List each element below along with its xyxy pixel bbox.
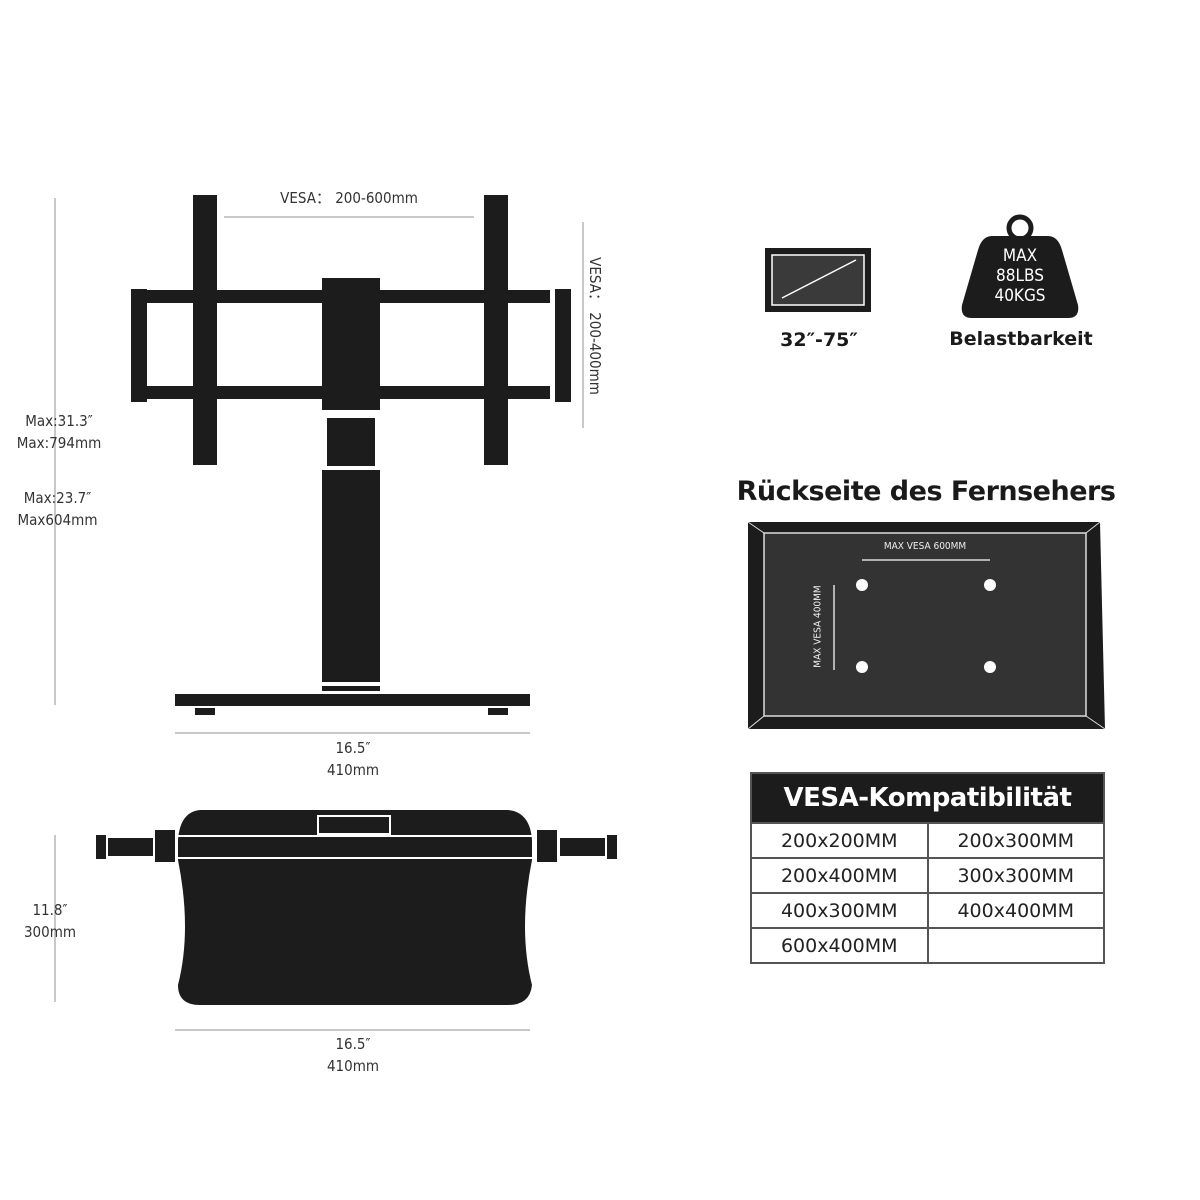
vesa-hole xyxy=(984,579,996,591)
weight-lbs: 88LBS xyxy=(996,266,1044,286)
vesa-hole xyxy=(856,579,868,591)
vesa-compatibility-table: VESA-Kompatibilität 200x200MM 200x300MM … xyxy=(750,772,1105,964)
dimension-lines xyxy=(54,198,584,1031)
max-vesa-horizontal-label: MAX VESA 600MM xyxy=(883,541,967,552)
table-cell xyxy=(926,927,1105,964)
weight-kgs: 40KGS xyxy=(994,286,1046,306)
table-cell: 400x400MM xyxy=(926,892,1105,929)
table-row: 200x200MM 200x300MM xyxy=(750,822,1105,859)
depth-mm: 300mm xyxy=(23,923,77,941)
screen-size-label: 32″-75″ xyxy=(780,329,858,351)
table-row: 400x300MM 400x400MM xyxy=(750,892,1105,929)
table-header-row: VESA-Kompatibilität xyxy=(751,773,1104,823)
table-cell: 400x300MM xyxy=(750,892,929,929)
vesa-hole xyxy=(984,661,996,673)
max-height-mm: Max:794mm xyxy=(16,434,102,452)
load-capacity-label: Belastbarkeit xyxy=(949,328,1093,350)
vesa-hole xyxy=(856,661,868,673)
base-width-inches: 16.5″ xyxy=(335,739,371,757)
tv-screen-icon xyxy=(765,248,871,312)
depth-label: 11.8″ 300mm xyxy=(0,899,100,943)
base-width-mm: 410mm xyxy=(326,761,380,779)
top-width-label: 16.5″ 410mm xyxy=(293,1033,413,1077)
min-height-mm: Max604mm xyxy=(17,511,98,529)
weight-max: MAX xyxy=(1002,246,1038,266)
max-height-inches: Max:31.3″ xyxy=(25,412,93,430)
table-cell: 200x200MM xyxy=(750,822,929,859)
base-width-label: 16.5″ 410mm xyxy=(293,737,413,781)
stand-front-view xyxy=(131,195,571,715)
table-row: 600x400MM xyxy=(750,927,1105,964)
top-width-mm: 410mm xyxy=(326,1057,380,1075)
table-cell: 600x400MM xyxy=(750,927,929,964)
max-height-label: Max:31.3″ Max:794mm xyxy=(0,410,118,454)
weight-icon-text: MAX 88LBS 40KGS xyxy=(975,246,1065,306)
tv-back-panel xyxy=(747,521,1106,730)
table-row: 200x400MM 300x300MM xyxy=(750,857,1105,894)
stand-top-view xyxy=(96,810,617,1005)
min-height-inches: Max:23.7″ xyxy=(23,489,92,507)
table-cell: 200x300MM xyxy=(926,822,1105,859)
max-vesa-vertical-label: MAX VESA 400MM xyxy=(812,585,824,668)
table-cell: 300x300MM xyxy=(926,857,1105,894)
table-cell: 200x400MM xyxy=(750,857,929,894)
weight-icon xyxy=(961,214,1079,318)
min-height-label: Max:23.7″ Max604mm xyxy=(0,487,115,531)
depth-inches: 11.8″ xyxy=(32,901,68,919)
tv-back-heading: Rückseite des Fernsehers xyxy=(736,476,1116,507)
table-heading: VESA-Kompatibilität xyxy=(751,773,1104,823)
vesa-horizontal-label: VESA： 200-600mm xyxy=(280,189,418,207)
top-width-inches: 16.5″ xyxy=(335,1035,371,1053)
vesa-vertical-label: VESA： 200-400mm xyxy=(586,257,604,395)
